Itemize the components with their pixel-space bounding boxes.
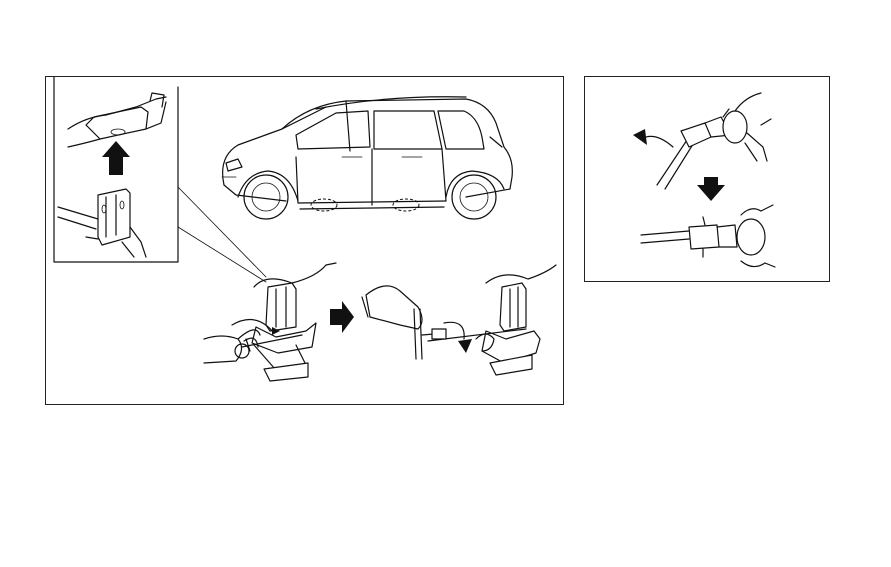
curved-arrow-icon (633, 129, 674, 148)
down-arrow-icon (697, 177, 725, 201)
main-illustration-panel (45, 76, 564, 405)
side-illustration-panel (584, 76, 830, 282)
jack-right (361, 264, 557, 376)
right-arrow-icon (330, 301, 354, 333)
jack-head-inset (57, 188, 147, 258)
up-arrow-icon (102, 141, 130, 175)
jack-left (203, 262, 337, 382)
wrench-assembly-bottom (640, 204, 776, 268)
main-illustration (53, 77, 557, 382)
jack-point-inset (53, 77, 267, 283)
vehicle-illustration (221, 96, 513, 220)
side-illustration (633, 92, 776, 268)
wrench-assembly-top (656, 92, 772, 190)
